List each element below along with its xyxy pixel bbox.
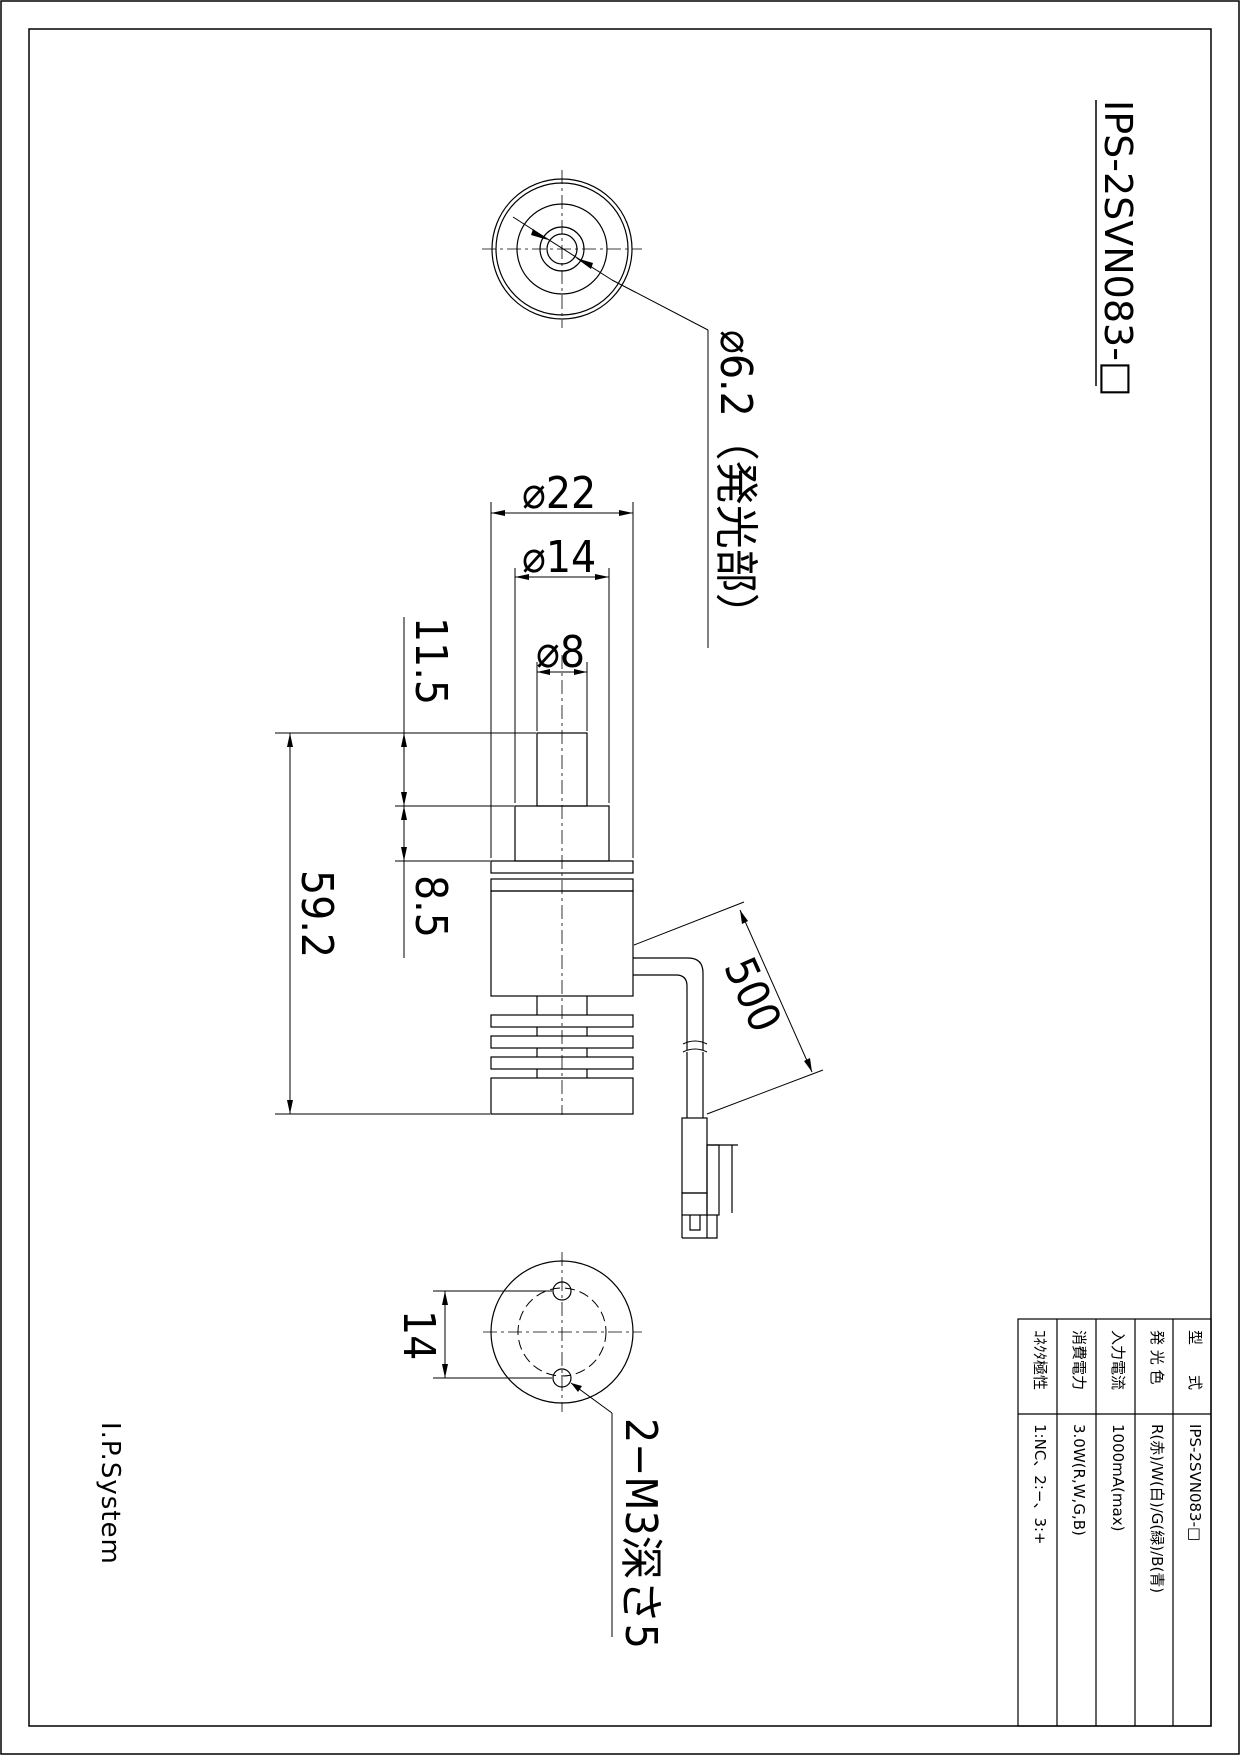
model-title: IPS-2SVN083-□ — [1096, 100, 1140, 397]
spec-value-color: R(赤)/W(白)/G(緑)/B(青) — [1148, 1424, 1166, 1594]
dimension-lines — [275, 100, 1097, 1379]
spec-table-grid — [1017, 1318, 1212, 1727]
dia-22-label: ⌀22 — [522, 468, 597, 519]
spec-label-model: 型 式 — [1186, 1330, 1204, 1391]
connector — [681, 1117, 738, 1239]
spec-value-power: 3.0W(R,W,G,B) — [1070, 1424, 1088, 1536]
spec-label-color: 発 光 色 — [1148, 1330, 1166, 1385]
side-view — [490, 655, 634, 1115]
length-8-5-label: 8.5 — [405, 875, 456, 938]
top-view — [482, 170, 709, 648]
inner-border — [28, 28, 1212, 1727]
spec-label-polarity: ｺﾈｸﾀ極性 — [1031, 1330, 1049, 1391]
spec-value-model: IPS-2SVN083-□ — [1186, 1424, 1204, 1542]
length-11-5-label: 11.5 — [405, 617, 456, 706]
hole-spacing-14-label: 14 — [393, 1310, 444, 1361]
emit-diameter-label: ⌀6.2（発光部） — [710, 330, 761, 637]
length-59-2-label: 59.2 — [291, 870, 342, 959]
dia-8-label: ⌀8 — [536, 627, 586, 678]
spec-value-polarity: 1:NC、2:−、3:+ — [1031, 1424, 1049, 1545]
cable — [633, 957, 708, 1118]
tap-label: 2−M3深さ5 — [615, 1418, 666, 1649]
bottom-view — [483, 1252, 642, 1637]
spec-value-current: 1000mA(max) — [1109, 1424, 1127, 1532]
dia-14-label: ⌀14 — [522, 532, 597, 583]
spec-label-current: 入力電流 — [1109, 1330, 1127, 1391]
maker-label: I.P.System — [95, 1422, 125, 1565]
spec-label-power: 消費電力 — [1070, 1330, 1088, 1391]
